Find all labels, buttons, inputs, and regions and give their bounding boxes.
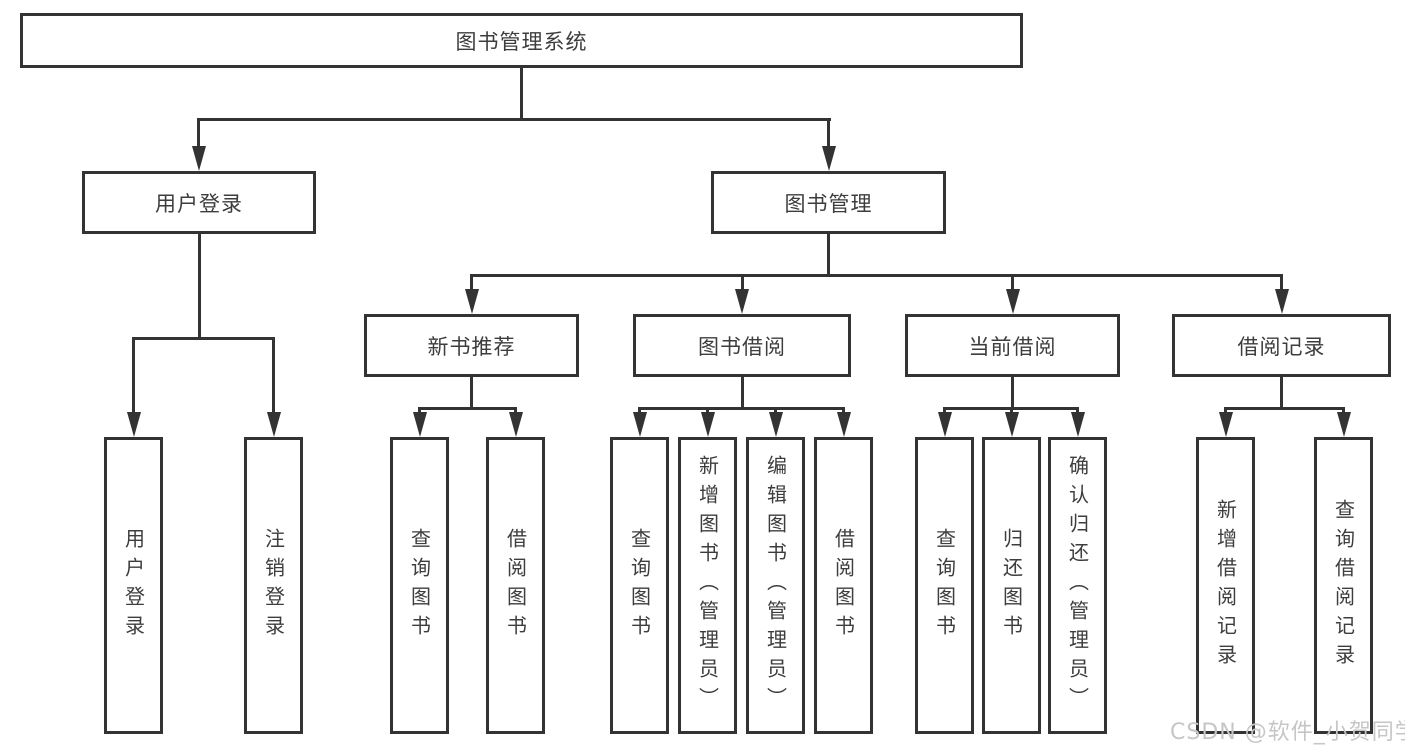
leaf-user-login: 用户登录 [104, 437, 163, 734]
connector-line [706, 407, 709, 415]
connector-line [1076, 407, 1079, 415]
arrowhead-down-icon [1004, 412, 1019, 437]
node-book-borrowing: 图书借阅 [633, 314, 851, 377]
connector-line [1342, 407, 1345, 415]
arrowhead-down-icon [1274, 289, 1289, 314]
arrowhead-down-icon [126, 412, 141, 437]
arrowhead-down-icon [937, 412, 952, 437]
connector-line [132, 337, 135, 414]
connector-line [418, 407, 517, 410]
leaf-return-books: 归还图书 [982, 437, 1041, 734]
leaf-borrow-books: 借阅图书 [814, 437, 873, 734]
arrowhead-down-icon [1336, 412, 1351, 437]
leaf-logout: 注销登录 [244, 437, 303, 734]
connector-line [197, 234, 201, 337]
arrowhead-down-icon [266, 412, 281, 437]
connector-line [774, 407, 777, 415]
connector-line [418, 407, 421, 415]
connector-line [842, 407, 845, 415]
arrowhead-down-icon [191, 146, 206, 171]
connector-line [1010, 407, 1013, 415]
connector-line [470, 274, 1283, 277]
connector-line [1280, 377, 1283, 407]
arrowhead-down-icon [821, 146, 836, 171]
connector-line [1224, 407, 1345, 410]
connector-line [470, 377, 473, 407]
leaf-borrow-books-recommendation: 借阅图书 [486, 437, 545, 734]
arrowhead-down-icon [1005, 289, 1020, 314]
connector-line [514, 407, 517, 415]
leaf-query-books-recommendation: 查询图书 [390, 437, 449, 734]
connector-line [1224, 407, 1227, 415]
csdn-watermark: CSDN @软件_小贺同学 [1170, 720, 1405, 745]
node-book-management: 图书管理 [711, 171, 946, 234]
connector-line [827, 118, 830, 148]
arrowhead-down-icon [700, 412, 715, 437]
arrowhead-down-icon [1070, 412, 1085, 437]
arrowhead-down-icon [508, 412, 523, 437]
connector-line [1011, 377, 1014, 407]
node-root-library-system: 图书管理系统 [20, 13, 1023, 68]
connector-line [638, 407, 641, 415]
leaf-query-books-borrowing: 查询图书 [610, 437, 669, 734]
node-current-borrowing: 当前借阅 [905, 314, 1120, 377]
leaf-confirm-return-admin: 确认归还（管理员） [1048, 437, 1107, 734]
arrowhead-down-icon [735, 289, 749, 314]
arrowhead-down-icon [768, 412, 783, 437]
leaf-query-borrow-record: 查询借阅记录 [1314, 437, 1373, 734]
arrowhead-down-icon [1218, 412, 1233, 437]
connector-line [132, 337, 275, 340]
connector-line [470, 274, 473, 291]
leaf-add-books-admin: 新增图书（管理员） [678, 437, 737, 734]
node-borrowing-records: 借阅记录 [1172, 314, 1391, 377]
leaf-add-borrow-record: 新增借阅记录 [1196, 437, 1255, 734]
node-user-login: 用户登录 [82, 171, 316, 234]
connector-line [197, 118, 831, 121]
connector-line [740, 377, 744, 407]
connector-line [1280, 274, 1283, 291]
arrowhead-down-icon [836, 412, 851, 437]
leaf-query-books-current: 查询图书 [915, 437, 974, 734]
connector-line [943, 407, 946, 415]
connector-line [197, 118, 200, 148]
arrowhead-down-icon [412, 412, 427, 437]
arrowhead-down-icon [464, 289, 479, 314]
connector-line [740, 274, 744, 291]
arrowhead-down-icon [632, 412, 647, 437]
connector-line [272, 337, 275, 414]
connector-line [638, 407, 845, 410]
node-new-book-recommendation: 新书推荐 [364, 314, 579, 377]
connector-line [827, 234, 830, 274]
connector-line [1011, 274, 1014, 291]
connector-line [520, 68, 523, 118]
leaf-edit-books-admin: 编辑图书（管理员） [746, 437, 805, 734]
